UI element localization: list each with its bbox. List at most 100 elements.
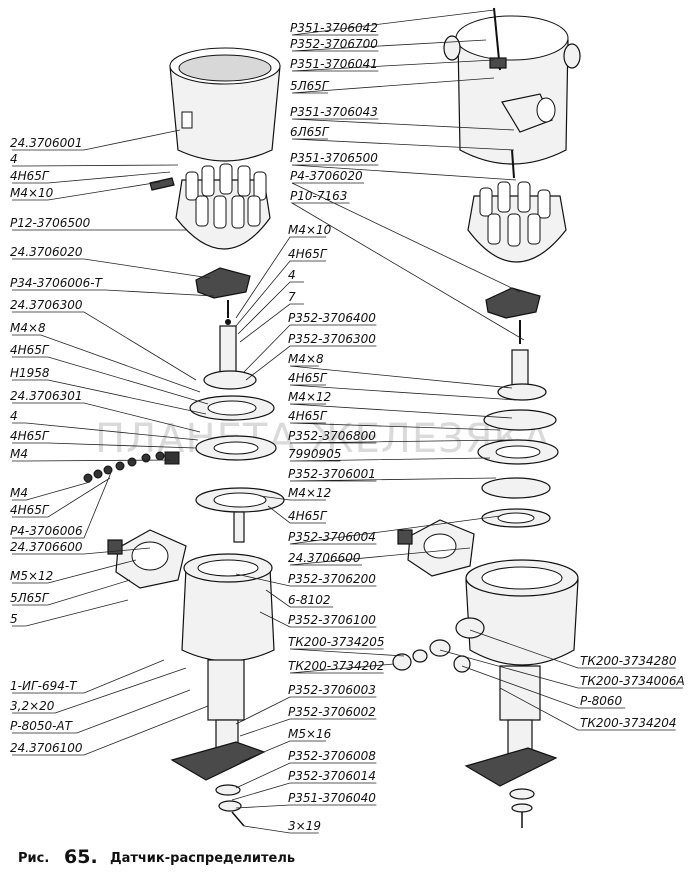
part-label: ТК200-3734006А — [580, 674, 685, 688]
right-rotor — [485, 287, 541, 344]
part-label: 24.3706100 — [10, 741, 83, 755]
left-shaft-stack — [189, 325, 285, 543]
part-label: 4 — [10, 152, 18, 166]
part-label: 7990905 — [288, 447, 341, 461]
left-distributor-cap — [149, 163, 271, 250]
leader-line — [12, 659, 165, 694]
part-label: 4Н65Г — [288, 409, 328, 423]
part-label: Р4-3706006 — [10, 524, 83, 538]
part-label: Н1958 — [10, 366, 50, 380]
part-label: Р352-3706400 — [288, 311, 376, 325]
leader-line — [289, 663, 395, 674]
part-label: М4×10 — [10, 186, 54, 200]
leader-line — [12, 705, 209, 756]
part-label: 5Л65Г — [10, 591, 50, 605]
part-label: 24.3706301 — [10, 389, 83, 403]
part-label: 24.3706001 — [10, 136, 83, 150]
part-label: Р4-3706020 — [290, 169, 363, 183]
leader-line — [469, 629, 676, 669]
leaders-center — [231, 236, 517, 834]
leader-line — [290, 202, 525, 341]
leader-line — [291, 59, 495, 72]
leader-line — [291, 182, 521, 293]
leader-line — [235, 573, 377, 587]
leader-line — [291, 39, 487, 52]
part-label: ТК200-3734204 — [580, 716, 677, 730]
part-label: 24.3706600 — [288, 551, 361, 565]
leader-line — [231, 782, 377, 801]
leader-line — [235, 696, 377, 725]
part-label: 4Н65Г — [288, 509, 328, 523]
left-rotor — [195, 267, 251, 325]
leader-line — [239, 740, 326, 763]
part-label: 4Н65Г — [10, 503, 50, 517]
leader-line — [289, 457, 491, 462]
part-label: М4×10 — [288, 223, 332, 237]
leader-line — [291, 9, 495, 36]
leader-line — [239, 718, 377, 737]
caption-title: Датчик-распределитель — [110, 851, 295, 866]
left-vacuum-unit — [107, 529, 187, 589]
leader-line — [265, 589, 334, 608]
part-label: Р351-3706500 — [290, 151, 378, 165]
part-label: 4Н65Г — [288, 371, 328, 385]
leader-line — [243, 825, 319, 834]
part-label: М4 — [10, 486, 28, 500]
part-label: Р351-3706042 — [290, 21, 378, 35]
leader-line — [235, 804, 377, 809]
part-label: 4 — [10, 409, 18, 423]
leader-line — [12, 667, 187, 714]
part-label: 24.3706300 — [10, 298, 83, 312]
part-label: 24.3706020 — [10, 245, 83, 259]
leader-line — [289, 547, 471, 566]
leader-line — [12, 311, 197, 381]
leader-line — [12, 289, 215, 297]
leader-line — [12, 689, 191, 734]
leader-line — [235, 762, 377, 789]
leader-line — [267, 505, 326, 524]
leader-line — [12, 181, 161, 201]
leader-line — [12, 442, 197, 449]
leader-line — [291, 138, 515, 151]
leader-line — [259, 495, 326, 501]
part-label: Р351-3706040 — [288, 791, 376, 805]
part-label: Р352-3706100 — [288, 613, 376, 627]
leader-line — [12, 469, 113, 539]
leaders-right — [290, 9, 525, 341]
right-housing-body — [392, 559, 579, 828]
caption-prefix: Рис. — [18, 851, 49, 866]
part-label: 7 — [288, 290, 296, 304]
leader-line — [289, 515, 501, 545]
part-label: М4×12 — [288, 486, 331, 500]
leader-line — [12, 356, 209, 405]
part-label: Р352-3706700 — [290, 37, 378, 51]
part-label: Р-8060 — [580, 694, 622, 708]
part-label: 4Н65Г — [10, 429, 50, 443]
part-label: 6Л65Г — [290, 125, 330, 139]
part-label: Р352-3706001 — [288, 467, 376, 481]
leader-line — [291, 118, 515, 131]
part-label: Р352-3706004 — [288, 530, 376, 544]
leader-line — [12, 547, 151, 555]
labels-left: 24.370600144Н65ГМ4×10Р12-370650024.37060… — [10, 136, 104, 755]
part-label: 5 — [10, 612, 18, 626]
part-label: Р352-3706014 — [288, 769, 376, 783]
part-label: Р351-3706043 — [290, 105, 378, 119]
part-label: Р-8050-АТ — [10, 719, 74, 733]
part-label: Р352-3706002 — [288, 705, 376, 719]
leader-line — [12, 171, 171, 184]
part-label: 1-ИГ-694-Т — [10, 679, 78, 693]
leader-line — [259, 611, 377, 628]
part-label: Р352-3706300 — [288, 332, 376, 346]
leader-line — [291, 77, 495, 94]
left-housing-body — [170, 553, 275, 827]
leader-line — [289, 477, 497, 482]
leader-line — [12, 559, 137, 584]
part-label: 4 — [288, 268, 296, 282]
part-label: 3,2×20 — [10, 699, 55, 713]
leader-line — [235, 236, 326, 319]
part-label: М4×8 — [288, 352, 324, 366]
leader-line — [12, 402, 201, 433]
part-label: ТК200-3734205 — [288, 635, 385, 649]
